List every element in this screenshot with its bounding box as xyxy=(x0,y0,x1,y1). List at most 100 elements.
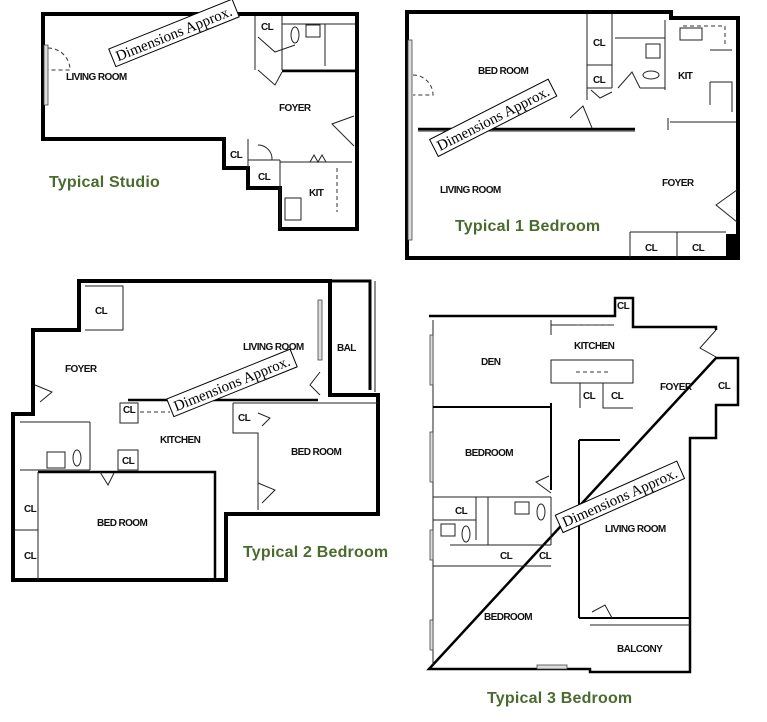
two-bedroom-plan: FOYER LIVING ROOM BAL KITCHEN BED ROOM B… xyxy=(11,279,388,582)
sink-icon xyxy=(645,43,661,59)
door-swing-icon xyxy=(535,475,552,494)
door-swing-icon xyxy=(47,47,71,71)
room-label: BED ROOM xyxy=(478,66,528,77)
bifold-door-icon xyxy=(309,153,327,164)
room-label: CL xyxy=(24,504,37,515)
one-bed-bottom-closets xyxy=(629,231,726,258)
room-label: BALCONY xyxy=(617,644,663,655)
two-bed-bedroom-left-walls xyxy=(38,470,217,580)
door-swing-icon xyxy=(257,36,296,53)
door-swing-icon xyxy=(569,105,593,129)
one-bed-window xyxy=(407,39,413,241)
room-label: FOYER xyxy=(662,178,695,189)
kitchen-counter xyxy=(709,49,733,112)
room-label: CL xyxy=(122,456,135,467)
dimensions-approx-stamp: Dimensions Approx. xyxy=(554,460,686,534)
room-label: CL xyxy=(24,551,37,562)
room-label: LIVING ROOM xyxy=(440,185,501,196)
room-label: KIT xyxy=(309,188,324,199)
two-bed-bedroom-right-walls xyxy=(232,402,378,510)
two-bed-closets xyxy=(14,472,39,580)
room-label: CL xyxy=(261,22,274,33)
entry-door-icon xyxy=(699,329,717,358)
two-bed-window xyxy=(317,299,323,361)
one-bedroom-plan: BED ROOM LIVING ROOM FOYER KIT CL CL CL … xyxy=(405,10,740,260)
studio-plan: LIVING ROOM FOYER KIT CL CL CL Typical S… xyxy=(41,0,359,231)
door-swing-icon xyxy=(257,69,283,86)
dimensions-approx-stamp: Dimensions Approx. xyxy=(428,78,558,158)
entry-door-icon xyxy=(34,384,53,403)
column xyxy=(726,234,738,258)
room-label: LIVING ROOM xyxy=(605,524,666,535)
three-bed-window xyxy=(536,664,568,670)
three-bed-closets xyxy=(579,383,633,409)
svg-text:Dimensions Approx.: Dimensions Approx. xyxy=(435,84,553,155)
sink-icon xyxy=(305,24,321,38)
one-bed-bath xyxy=(615,20,666,90)
plan-title: Typical 2 Bedroom xyxy=(243,544,388,561)
room-label: CL xyxy=(583,391,596,402)
room-label: BED ROOM xyxy=(291,447,341,458)
two-bed-closet-small xyxy=(117,449,139,471)
room-label: KITCHEN xyxy=(574,341,615,352)
three-bed-window xyxy=(429,529,434,561)
toilet-icon xyxy=(642,70,660,80)
room-label: CL xyxy=(230,150,243,161)
three-bed-window xyxy=(429,619,434,651)
room-label: BEDROOM xyxy=(465,448,513,459)
door-swing-icon xyxy=(590,89,613,99)
room-label: CL xyxy=(617,301,630,312)
three-bed-outer-wall xyxy=(426,296,740,674)
three-bed-window xyxy=(429,431,434,483)
toilet-icon xyxy=(290,26,300,44)
balcony-door-icon xyxy=(309,371,321,396)
stove-icon xyxy=(284,197,302,221)
room-label: BAL xyxy=(337,343,356,354)
door-swing-icon xyxy=(257,412,271,427)
room-label: FOYER xyxy=(65,364,98,375)
sink-icon xyxy=(440,523,456,537)
door-swing-icon xyxy=(257,144,273,161)
three-bed-den-wall xyxy=(433,403,552,490)
three-bed-bath-closets xyxy=(433,496,552,567)
balcony-door-icon xyxy=(591,604,613,619)
sink-icon xyxy=(46,451,66,469)
plan-title: Typical Studio xyxy=(49,174,160,191)
room-label: BEDROOM xyxy=(484,612,532,623)
toilet-icon xyxy=(461,525,471,543)
room-label: CL xyxy=(123,405,136,416)
counter-line xyxy=(576,324,614,373)
room-label: CL xyxy=(95,306,108,317)
kitchen-counters xyxy=(550,320,634,384)
room-label: CL xyxy=(611,391,624,402)
three-bed-window xyxy=(429,334,434,386)
svg-text:Dimensions Approx.: Dimensions Approx. xyxy=(172,354,293,415)
room-label: CL xyxy=(645,243,658,254)
room-label: CL xyxy=(593,75,606,86)
counter-line xyxy=(683,25,726,45)
room-label: CL xyxy=(593,38,606,49)
room-label: CL xyxy=(692,243,705,254)
entry-door-icon xyxy=(331,115,355,147)
room-label: FOYER xyxy=(660,382,693,393)
dimensions-approx-stamp: Dimensions Approx. xyxy=(108,0,240,68)
studio-closet-partition xyxy=(247,139,352,229)
door-swing-icon xyxy=(412,74,434,96)
room-label: CL xyxy=(539,551,552,562)
studio-outer-wall xyxy=(41,12,359,231)
room-label: CL xyxy=(238,413,251,424)
room-label: CL xyxy=(258,172,271,183)
dimensions-approx-stamp: Dimensions Approx. xyxy=(166,348,298,418)
sink-icon xyxy=(679,27,703,41)
sink-icon xyxy=(514,501,530,515)
one-bed-outer-wall xyxy=(405,10,740,260)
room-label: LIVING ROOM xyxy=(66,72,127,83)
toilet-icon xyxy=(72,449,82,467)
room-label: KITCHEN xyxy=(160,435,201,446)
plan-title: Typical 3 Bedroom xyxy=(487,690,632,707)
two-bed-bath xyxy=(20,421,91,471)
plan-title: Typical 1 Bedroom xyxy=(455,218,600,235)
door-swing-icon xyxy=(99,471,115,487)
three-bedroom-plan: DEN KITCHEN FOYER BEDROOM BEDROOM LIVING… xyxy=(426,296,740,707)
